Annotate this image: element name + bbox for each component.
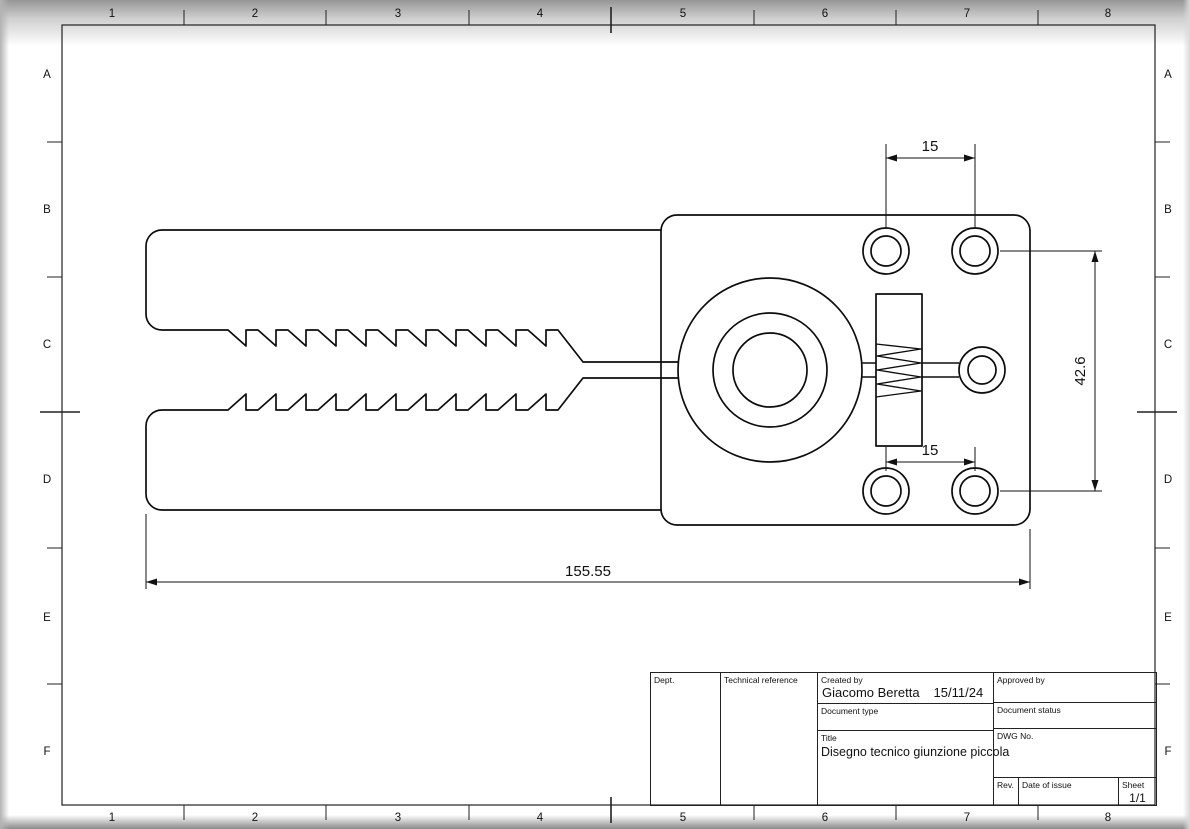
grid-col-label: 2 <box>252 8 258 20</box>
grid-col-label: 5 <box>680 812 686 824</box>
grid-col-label: 6 <box>822 812 828 824</box>
lower-jaw-outline <box>145 377 679 511</box>
mounting-hole-top-left <box>862 227 910 275</box>
dimension-arrowheads <box>146 154 1099 586</box>
pivot-hub-middle-circle <box>712 312 828 428</box>
title-cell: Title Disegno tecnico giunzione piccola <box>818 731 1010 805</box>
zone-ticks-right <box>1137 141 1177 685</box>
title-block-dept-cell: Dept. <box>651 673 721 805</box>
grid-row-label: D <box>43 474 51 486</box>
grid-row-labels-left: A B C D E F <box>43 69 51 758</box>
date-of-issue-cell: Date of issue <box>1019 777 1119 805</box>
zone-ticks-left <box>40 141 80 685</box>
grid-row-label: C <box>43 339 51 351</box>
page-left-shadow <box>0 0 9 829</box>
date-of-issue-label: Date of issue <box>1022 779 1072 790</box>
grid-col-label: 3 <box>395 812 401 824</box>
created-date-value: 15/11/24 <box>933 685 984 700</box>
title-block: Dept. Technical reference Created by Gia… <box>650 672 1157 806</box>
created-by-cell: Created by Giacomo Beretta 15/11/24 <box>818 673 993 704</box>
document-type-cell: Document type <box>818 704 993 731</box>
dim-text-overall-length: 155.55 <box>565 563 611 580</box>
page-bottom-shadow <box>0 815 1190 829</box>
grid-col-label: 4 <box>537 812 544 824</box>
dim-overall-length-lines <box>145 514 1031 589</box>
dim-bottom-spacing-lines <box>885 447 976 471</box>
grid-row-label: E <box>1164 612 1172 624</box>
spring-coil <box>875 343 922 398</box>
created-by-label: Created by <box>821 675 863 685</box>
grid-column-labels-bottom: 1 2 3 4 5 6 7 8 <box>109 812 1111 824</box>
technical-reference-label: Technical reference <box>724 675 798 685</box>
grid-col-label: 2 <box>252 812 258 824</box>
pivot-hub-outer-circle <box>677 277 863 463</box>
grid-col-label: 7 <box>964 812 970 824</box>
dimension-texts: 15 15 42.6 155.55 <box>565 138 1089 580</box>
document-status-label: Document status <box>997 705 1061 716</box>
mounting-hole-bottom-left <box>862 467 910 515</box>
grid-row-label: B <box>1164 204 1172 216</box>
dept-label: Dept. <box>654 675 675 685</box>
created-by-value: Giacomo Beretta <box>822 685 920 700</box>
grid-col-label: 3 <box>395 8 401 20</box>
dwg-no-label: DWG No. <box>997 731 1034 742</box>
document-status-cell: Document status <box>994 703 1156 730</box>
sheet-label: Sheet <box>1122 779 1145 790</box>
dim-text-bottom-spacing: 15 <box>922 442 939 459</box>
dim-text-row-spacing: 42.6 <box>1072 356 1089 385</box>
grid-col-label: 8 <box>1105 812 1111 824</box>
grid-row-label: A <box>43 69 51 81</box>
page-right-shadow <box>1183 0 1190 829</box>
grid-row-label: F <box>1164 746 1171 758</box>
approved-by-cell: Approved by <box>994 673 1156 704</box>
spring-link-lines <box>862 362 959 378</box>
document-type-label: Document type <box>821 706 879 716</box>
clamp-body-outline <box>660 214 1031 526</box>
pivot-hub-bore-circle <box>732 332 808 408</box>
mounting-hole-bottom-right <box>951 467 999 515</box>
grid-row-label: F <box>43 746 50 758</box>
adjuster-hole-inner <box>967 355 997 385</box>
grid-row-label: E <box>43 612 51 624</box>
sheet-frame <box>61 24 1156 806</box>
title-block-right-column: Approved by Document status DWG No. Rev.… <box>994 673 1156 805</box>
grid-col-label: 8 <box>1105 8 1111 20</box>
dwg-no-cell: DWG No. <box>994 729 1156 778</box>
grid-col-label: 1 <box>109 812 115 824</box>
dim-row-spacing-lines <box>1000 250 1102 492</box>
title-block-bottom-row: Rev. Date of issue Sheet 1/1 <box>994 777 1156 805</box>
page-top-shadow <box>0 0 1190 46</box>
rev-label: Rev. <box>997 779 1014 790</box>
sheet-cell: Sheet 1/1 <box>1119 778 1156 805</box>
grid-row-label: A <box>1164 69 1172 81</box>
dim-text-top-spacing: 15 <box>922 138 939 155</box>
rev-cell: Rev. <box>994 777 1019 805</box>
grid-col-label: 1 <box>109 8 115 20</box>
sheet-value: 1/1 <box>1129 790 1146 805</box>
part-drawing <box>145 214 1031 526</box>
zone-ticks-top <box>183 7 1039 33</box>
zone-ticks-bottom <box>183 797 1039 823</box>
mounting-hole-top-right <box>951 227 999 275</box>
grid-row-label: D <box>1164 474 1172 486</box>
grid-column-labels-top: 1 2 3 4 5 6 7 8 <box>109 8 1111 20</box>
title-label: Title <box>821 733 837 743</box>
grid-row-label: C <box>1164 339 1172 351</box>
grid-row-labels-right: A B C D E F <box>1164 69 1172 758</box>
spring-housing <box>875 293 923 447</box>
grid-col-label: 7 <box>964 8 970 20</box>
grid-col-label: 6 <box>822 8 828 20</box>
grid-col-label: 4 <box>537 8 544 20</box>
grid-row-label: B <box>43 204 51 216</box>
title-value: Disegno tecnico giunzione piccola <box>821 745 1010 759</box>
title-block-middle-column: Created by Giacomo Beretta 15/11/24 Docu… <box>818 673 1010 805</box>
title-block-technical-reference-cell: Technical reference <box>721 673 818 805</box>
adjuster-hole-outer <box>958 346 1006 394</box>
dimension-lines <box>145 144 1102 589</box>
grid-col-label: 5 <box>680 8 686 20</box>
approved-by-label: Approved by <box>997 675 1045 685</box>
upper-jaw-outline <box>145 229 679 363</box>
frame-border <box>61 24 1156 806</box>
